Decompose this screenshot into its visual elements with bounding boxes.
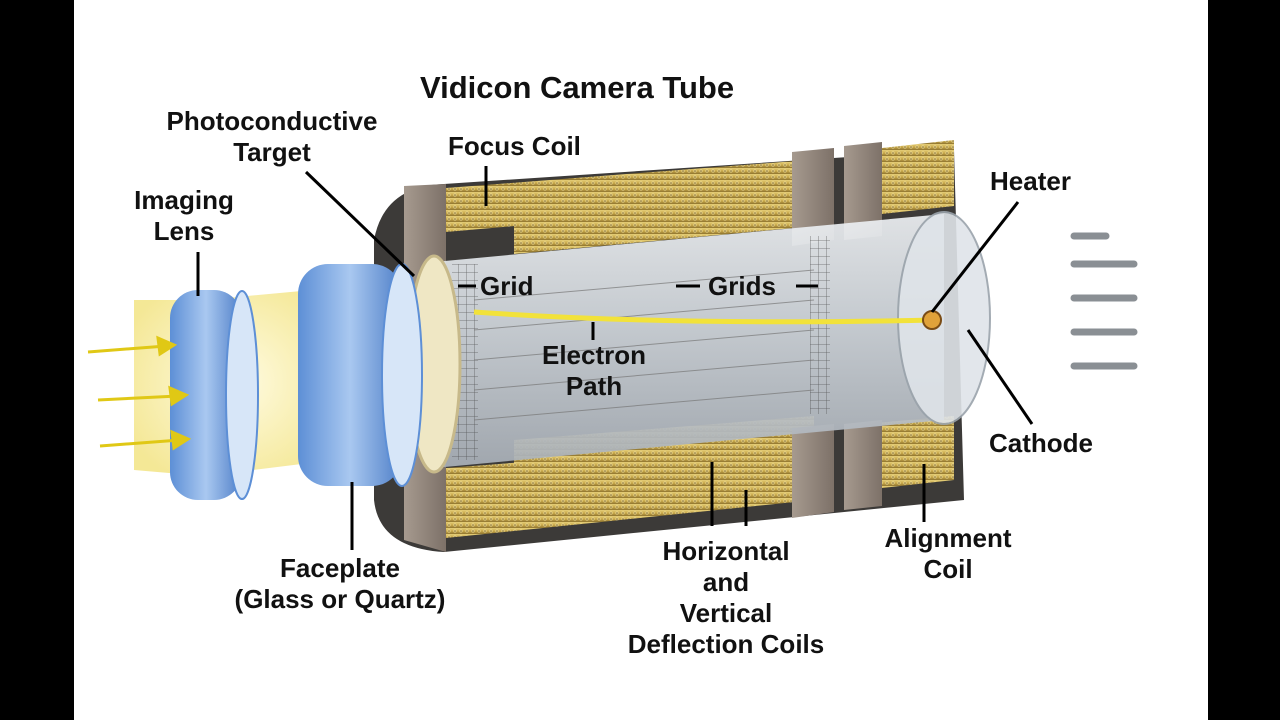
focus-coil-top — [446, 158, 834, 254]
label-faceplate-line2: (Glass or Quartz) — [234, 584, 446, 614]
electron-beam — [473, 309, 935, 325]
label-imaging-lens: Imaging Lens — [120, 185, 248, 247]
label-electron-path: Electron Path — [528, 340, 660, 402]
label-alignment-coil: Alignment Coil — [860, 523, 1036, 585]
label-alignment-coil-line2: Coil — [923, 554, 973, 584]
label-focus-coil: Focus Coil — [448, 131, 581, 161]
label-deflection-coils-line2: and — [702, 567, 750, 597]
label-imaging-lens-line2: Lens — [153, 216, 215, 246]
label-grids: Grids — [708, 271, 776, 301]
vidicon-tube-illustration — [87, 140, 1138, 552]
label-photoconductive-target: Photoconductive Target — [146, 106, 398, 168]
label-faceplate-line1: Faceplate — [280, 553, 400, 583]
label-faceplate: Faceplate (Glass or Quartz) — [204, 553, 476, 615]
label-photoconductive-target-line1: Photoconductive — [166, 106, 378, 136]
label-deflection-coils-line3: Vertical — [679, 598, 773, 628]
leader-lines — [196, 166, 1034, 550]
label-grid: Grid — [480, 271, 534, 301]
label-deflection-coils-line1: Horizontal — [662, 536, 790, 566]
label-electron-path-line1: Electron — [541, 340, 647, 370]
grid-mesh-mid — [810, 236, 830, 414]
label-deflection-coils-line4: Deflection Coils — [627, 629, 825, 659]
imaging-lens-illustration — [170, 290, 259, 500]
alignment-coil-top — [864, 140, 954, 216]
label-alignment-coil-line1: Alignment — [884, 523, 1012, 553]
base-pins — [1070, 232, 1138, 370]
diagram-title: Vidicon Camera Tube — [420, 70, 735, 105]
alignment-coil-bottom — [864, 416, 954, 490]
label-deflection-coils: Horizontal and Vertical Deflection Coils — [594, 536, 858, 660]
label-heater: Heater — [990, 166, 1071, 196]
label-electron-path-line2: Path — [565, 371, 623, 401]
incoming-light-arrows — [87, 335, 192, 451]
faceplate-illustration — [298, 263, 423, 487]
grid-rods — [473, 269, 815, 421]
diagram-canvas: Vidicon Camera Tube Photoconductive Targ… — [74, 0, 1208, 720]
label-photoconductive-target-line2: Target — [233, 137, 311, 167]
cathode-heater — [922, 310, 942, 330]
label-cathode: Cathode — [989, 428, 1093, 458]
label-imaging-lens-line1: Imaging — [134, 185, 234, 215]
